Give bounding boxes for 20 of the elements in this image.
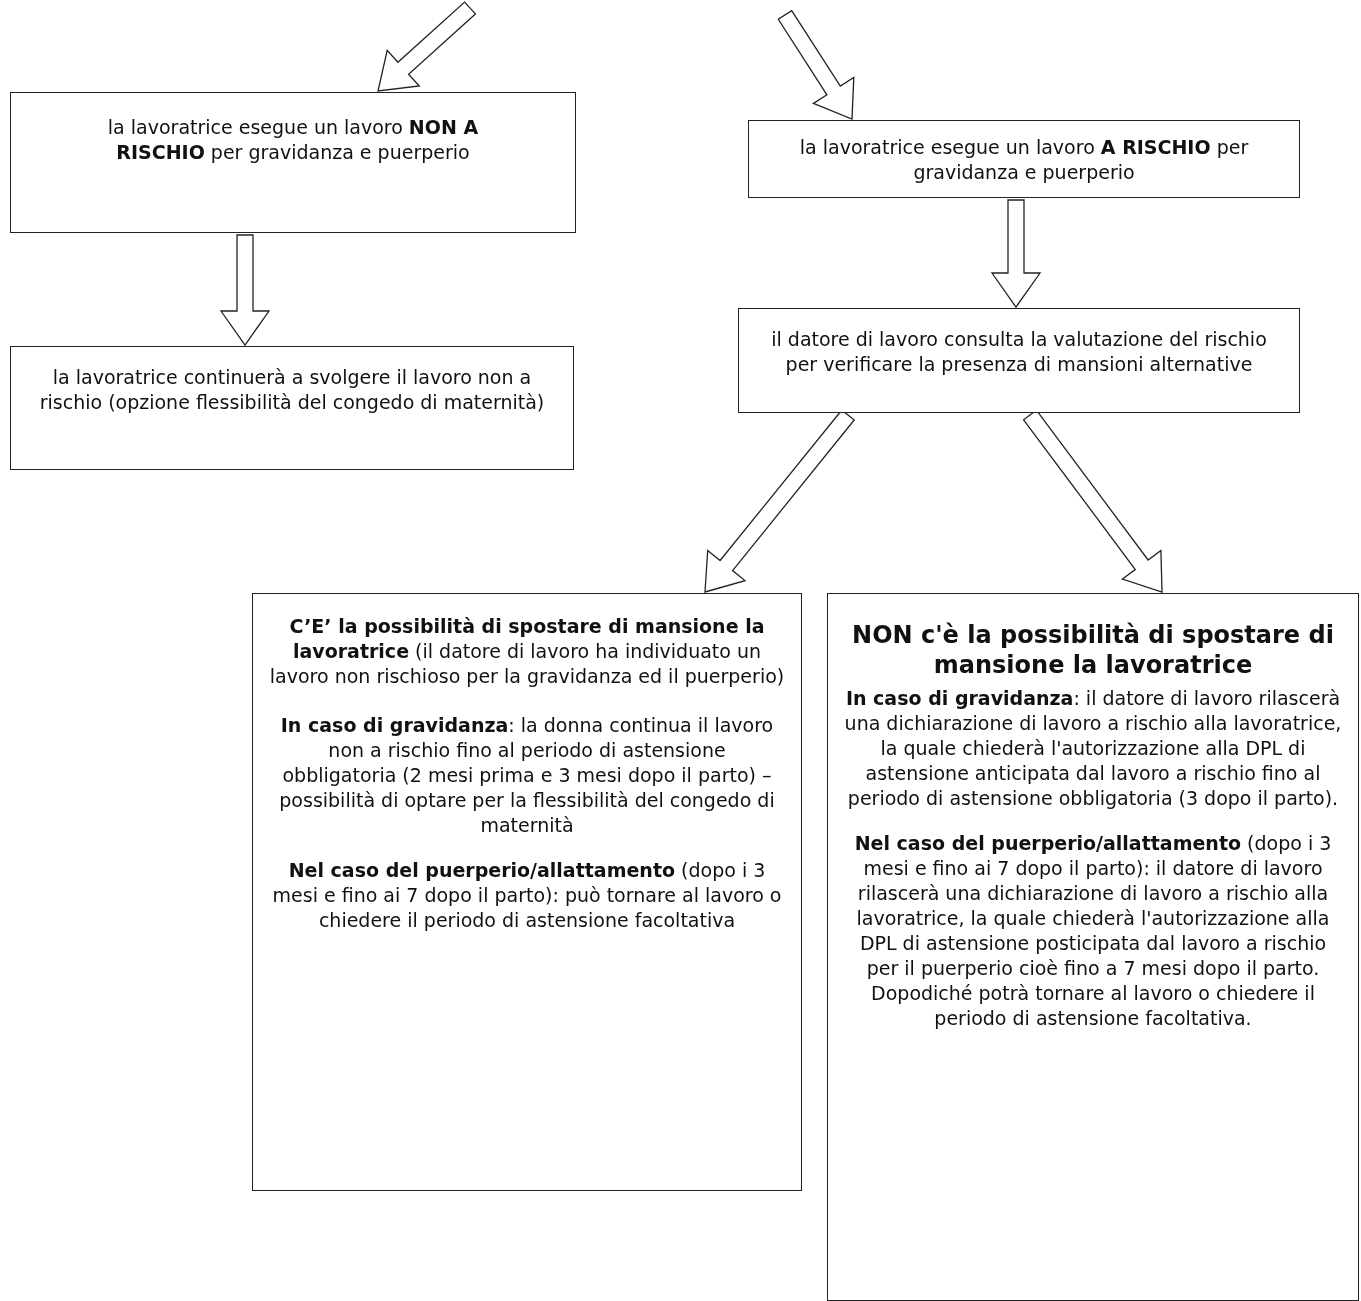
box-text: Nel caso del puerperio/allattamento (dopo i 3 mesi e fino ai 7 dopo il parto): può tornare al lavoro o chiedere il periodo di astensione facoltativa [271, 858, 783, 933]
process-box [10, 346, 574, 470]
box-heading: C’E’ la possibilità di spostare di mansione la lavoratrice (il datore di lavoro ha individuato un lavoro non rischioso per la gravidanza ed il puerperio) [269, 614, 785, 689]
box-text: In caso di gravidanza: il datore di lavoro rilascerà una dichiarazione di lavoro a rischio alla lavoratrice, la quale chiederà l'autorizzazione alla DPL di astensione anticipata dal lavoro a rischio fino al periodo di astensione obbligatoria (3 dopo il parto). [844, 686, 1342, 811]
process-box [10, 92, 576, 233]
process-box [738, 308, 1300, 413]
box-text: Nel caso del puerperio/allattamento (dopo i 3 mesi e fino ai 7 dopo il parto): il datore di lavoro rilascerà una dichiarazione di lavoro a rischio alla lavoratrice, la quale chiederà l'autorizzazione alla DPL di astensione posticipata dal lavoro a rischio per il puerperio cioè fino a 7 mesi dopo il parto. Dopodiché potrà tornare al lavoro o chiedere il periodo di astensione facoltativa. [853, 831, 1333, 1031]
block-arrow [990, 199, 1042, 309]
box-text: la lavoratrice esegue un lavoro NON A RISCHIO per gravidanza e puerperio [106, 115, 480, 165]
box-text: il datore di lavoro consulta la valutazione del rischio per verificare la presenza di mansioni alternative [770, 327, 1268, 377]
box-text: la lavoratrice continuerà a svolgere il lavoro non a rischio (opzione flessibilità del congedo di maternità) [38, 365, 546, 415]
process-box [748, 120, 1300, 198]
box-text: la lavoratrice esegue un lavoro A RISCHIO per gravidanza e puerperio [798, 135, 1250, 185]
process-box [252, 593, 802, 1191]
box-text: In caso di gravidanza: la donna continua il lavoro non a rischio fino al periodo di astensione obbligatoria (2 mesi prima e 3 mesi dopo il parto) – possibilità di optare per la flessibilità del congedo di maternità [278, 713, 776, 838]
block-arrow [219, 234, 271, 347]
block-arrow [377, 1, 477, 92]
block-arrow [777, 9, 855, 120]
box-heading: NON c'è la possibilità di spostare di mansione la lavoratrice [851, 620, 1335, 680]
process-box [827, 593, 1359, 1301]
